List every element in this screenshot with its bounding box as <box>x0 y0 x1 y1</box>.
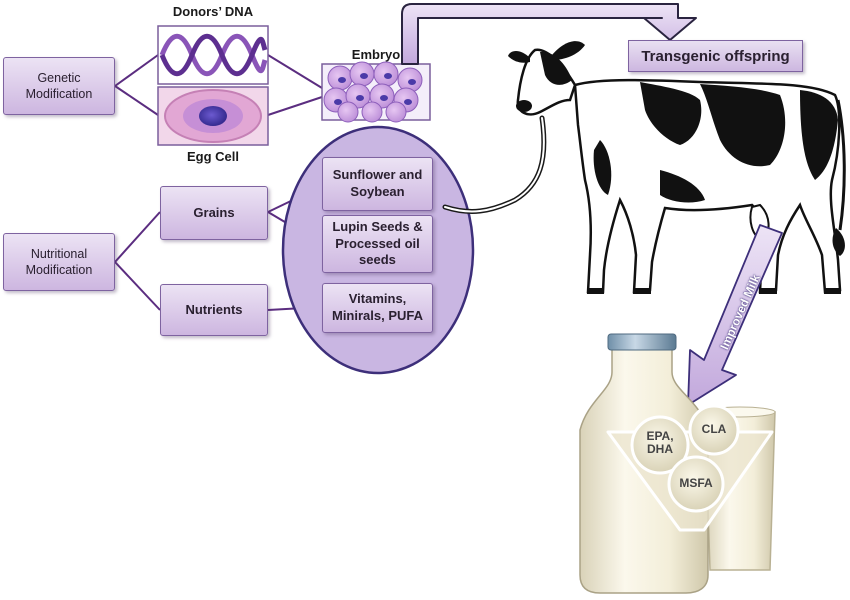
transgenic-offspring-box: Transgenic offspring <box>628 40 803 72</box>
embryo-to-offspring-arrow <box>401 3 697 65</box>
egg-cell-label: Egg Cell <box>186 149 239 164</box>
egg-cell-icon <box>157 86 269 146</box>
dna-helix-icon <box>157 25 269 85</box>
improved-milk-arrow <box>687 224 783 406</box>
epa-dha-label: EPA, DHA <box>646 429 674 457</box>
msfa-label: MSFA <box>679 476 713 490</box>
vitamins-minirals-pufa-box: Vitamins, Minirals, PUFA <box>322 283 433 333</box>
grains-box: Grains <box>160 186 268 240</box>
milk-component-circles <box>630 404 740 513</box>
embryo-icon <box>321 61 431 123</box>
sunflower-soybean-box: Sunflower and Soybean <box>322 157 433 211</box>
embryo-label: Embryo <box>351 47 401 62</box>
cla-label: CLA <box>701 422 727 436</box>
cow-illustration <box>508 41 846 294</box>
donors-dna-label: Donors’ DNA <box>172 4 254 19</box>
genetic-connectors <box>114 54 323 116</box>
nutrients-box: Nutrients <box>160 284 268 336</box>
genetic-modification-box: Genetic Modification <box>3 57 115 115</box>
lupin-seeds-box: Lupin Seeds & Processed oil seeds <box>322 215 433 273</box>
nutritional-modification-box: Nutritional Modification <box>3 233 115 291</box>
